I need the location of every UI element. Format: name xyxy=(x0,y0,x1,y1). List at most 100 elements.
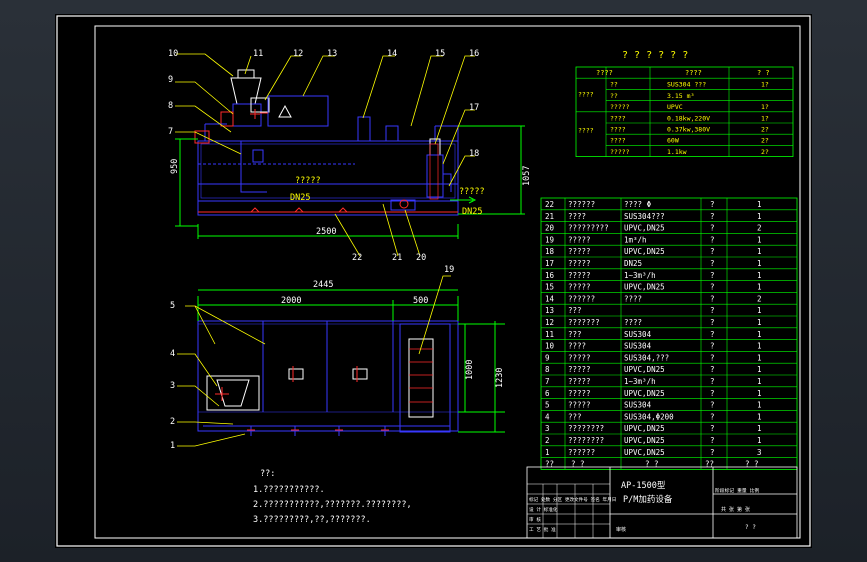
parts-header-col-b: ? ? xyxy=(745,460,759,469)
part-num-10: 10 xyxy=(168,49,178,59)
parts-row-col-b: 1 xyxy=(757,330,762,339)
parts-row-name: ????? xyxy=(568,377,591,386)
title-block xyxy=(526,466,798,539)
parts-row-col-a: ? xyxy=(710,259,715,268)
spec-item: ?? xyxy=(610,92,618,100)
part-num-17: 17 xyxy=(469,103,479,113)
drawing-sheet: 10 11 12 13 14 15 16 17 18 9 8 7 22 21 2… xyxy=(55,14,812,548)
title-name: P/M加药设备 xyxy=(623,494,673,505)
hopper xyxy=(230,77,262,105)
control-box xyxy=(267,95,329,127)
leader-15 xyxy=(410,55,443,127)
parts-row-col-a: ? xyxy=(710,271,715,280)
parts-list-frame xyxy=(540,197,798,470)
spec-qty: 1? xyxy=(761,114,769,122)
parts-row-no: 9 xyxy=(545,353,550,362)
spec-header-qty: ? ? xyxy=(757,69,770,77)
spec-table-title: ? ? ? ? ? ? xyxy=(622,50,688,61)
spec-item: ????? xyxy=(610,148,630,156)
part-num-4: 4 xyxy=(170,349,175,359)
tb-left-row-4: 工 艺 批 准 xyxy=(529,526,556,533)
parts-row-no: 1 xyxy=(545,448,550,457)
leader-19 xyxy=(418,275,451,355)
parts-row-col-a: ? xyxy=(710,424,715,433)
right-flow-meter xyxy=(429,143,439,200)
parts-row-no: 14 xyxy=(545,294,555,303)
outlet-dn25-label: DN25 xyxy=(290,193,310,203)
tank-label: ????? xyxy=(295,176,321,186)
plan-view xyxy=(177,275,505,447)
tb-left-row-2: 设 计 标准化 xyxy=(529,506,558,513)
parts-row-name: ??????? xyxy=(568,318,600,327)
part-num-15: 15 xyxy=(435,49,445,59)
parts-row-name: ????????? xyxy=(568,224,609,233)
parts-row-name: ????? xyxy=(568,235,591,244)
title-block-text: AP-1500型 P/M加药设备 标记 处数 分区 更改文件号 签名 年月日 设… xyxy=(529,481,759,533)
parts-row-material: SUS304,??? xyxy=(624,353,669,362)
outlet-arrow-head xyxy=(468,196,477,204)
spec-value: 0.37kw,380V xyxy=(667,126,710,134)
notes-block: ??: 1.???????????. 2.???????????,???????… xyxy=(253,469,412,525)
note-line-1: 1.???????????. xyxy=(253,485,325,495)
parts-row-name: ????? xyxy=(568,283,591,292)
parts-row-col-a: ? xyxy=(710,200,715,209)
parts-row-col-a: ? xyxy=(710,283,715,292)
leader-17 xyxy=(442,109,475,165)
parts-row-no: 4 xyxy=(545,412,550,421)
spec-value: 0.18kw,220V xyxy=(667,114,710,122)
plan-hopper-outer xyxy=(206,375,260,411)
parts-row-col-a: ? xyxy=(710,353,715,362)
parts-row-material: ???? Φ xyxy=(624,200,652,209)
parts-row-no: 3 xyxy=(545,424,550,433)
right-column xyxy=(426,154,444,198)
dosing-pipe xyxy=(240,141,267,193)
parts-row-name: ?????? xyxy=(568,200,595,209)
parts-row-material: UPVC,DN25 xyxy=(624,448,665,457)
spec-group-label: ???? xyxy=(578,91,594,99)
part-num-9: 9 xyxy=(168,75,173,85)
tb-left-row-1: 标记 处数 分区 更改文件号 签名 年月日 xyxy=(529,496,616,503)
parts-row-no: 8 xyxy=(545,365,550,374)
spec-qty: 1? xyxy=(761,81,769,89)
spec-value: UPVC xyxy=(667,103,683,111)
parts-row-col-a: ? xyxy=(710,436,715,445)
parts-row-name: ????? xyxy=(568,271,591,280)
parts-row-col-a: ? xyxy=(710,448,715,457)
part-num-18: 18 xyxy=(469,149,479,159)
parts-row-no: 11 xyxy=(545,330,554,339)
parts-row-col-b: 1 xyxy=(757,353,762,362)
tb-left-row-3: 审 核 xyxy=(529,516,541,523)
spec-table: ????????? ???????SUS304 ???1???3.15 m³??… xyxy=(575,66,794,157)
dim-950-text: 950 xyxy=(170,159,180,174)
parts-row-name: ????? xyxy=(568,259,591,268)
part-num-1: 1 xyxy=(170,441,175,451)
part-num-5: 5 xyxy=(170,301,175,311)
leader-5 xyxy=(185,305,216,345)
plan-mixer-shafts xyxy=(292,366,358,382)
parts-header-material: ? ? xyxy=(645,460,659,469)
inner-frame xyxy=(94,25,801,539)
tb-right-header: 阶段标记 重量 比例 xyxy=(715,487,759,494)
parts-row-col-a: ? xyxy=(710,212,715,221)
parts-row-name: ???????? xyxy=(568,436,604,445)
part-num-14: 14 xyxy=(387,49,397,59)
parts-row-no: 22 xyxy=(545,200,554,209)
leader-22 xyxy=(334,213,361,257)
leader-14 xyxy=(362,55,395,119)
spec-value: 1.1kw xyxy=(667,148,687,156)
front-tank-body xyxy=(197,140,459,202)
leader-20 xyxy=(404,209,421,257)
parts-row-name: ??? xyxy=(568,330,582,339)
crosshair-marker xyxy=(250,109,260,119)
plan-hopper-cross xyxy=(215,387,229,401)
parts-row-no: 17 xyxy=(545,259,554,268)
leader-12 xyxy=(264,55,301,101)
leader-13 xyxy=(302,55,335,97)
parts-header-col-a: ?? xyxy=(705,460,714,469)
spec-header-spec: ???? xyxy=(685,69,702,77)
parts-row-col-a: ? xyxy=(710,330,715,339)
mixer-1 xyxy=(357,116,371,142)
plan-pipe-drops xyxy=(250,426,386,436)
parts-row-material: UPVC,DN25 xyxy=(624,283,665,292)
